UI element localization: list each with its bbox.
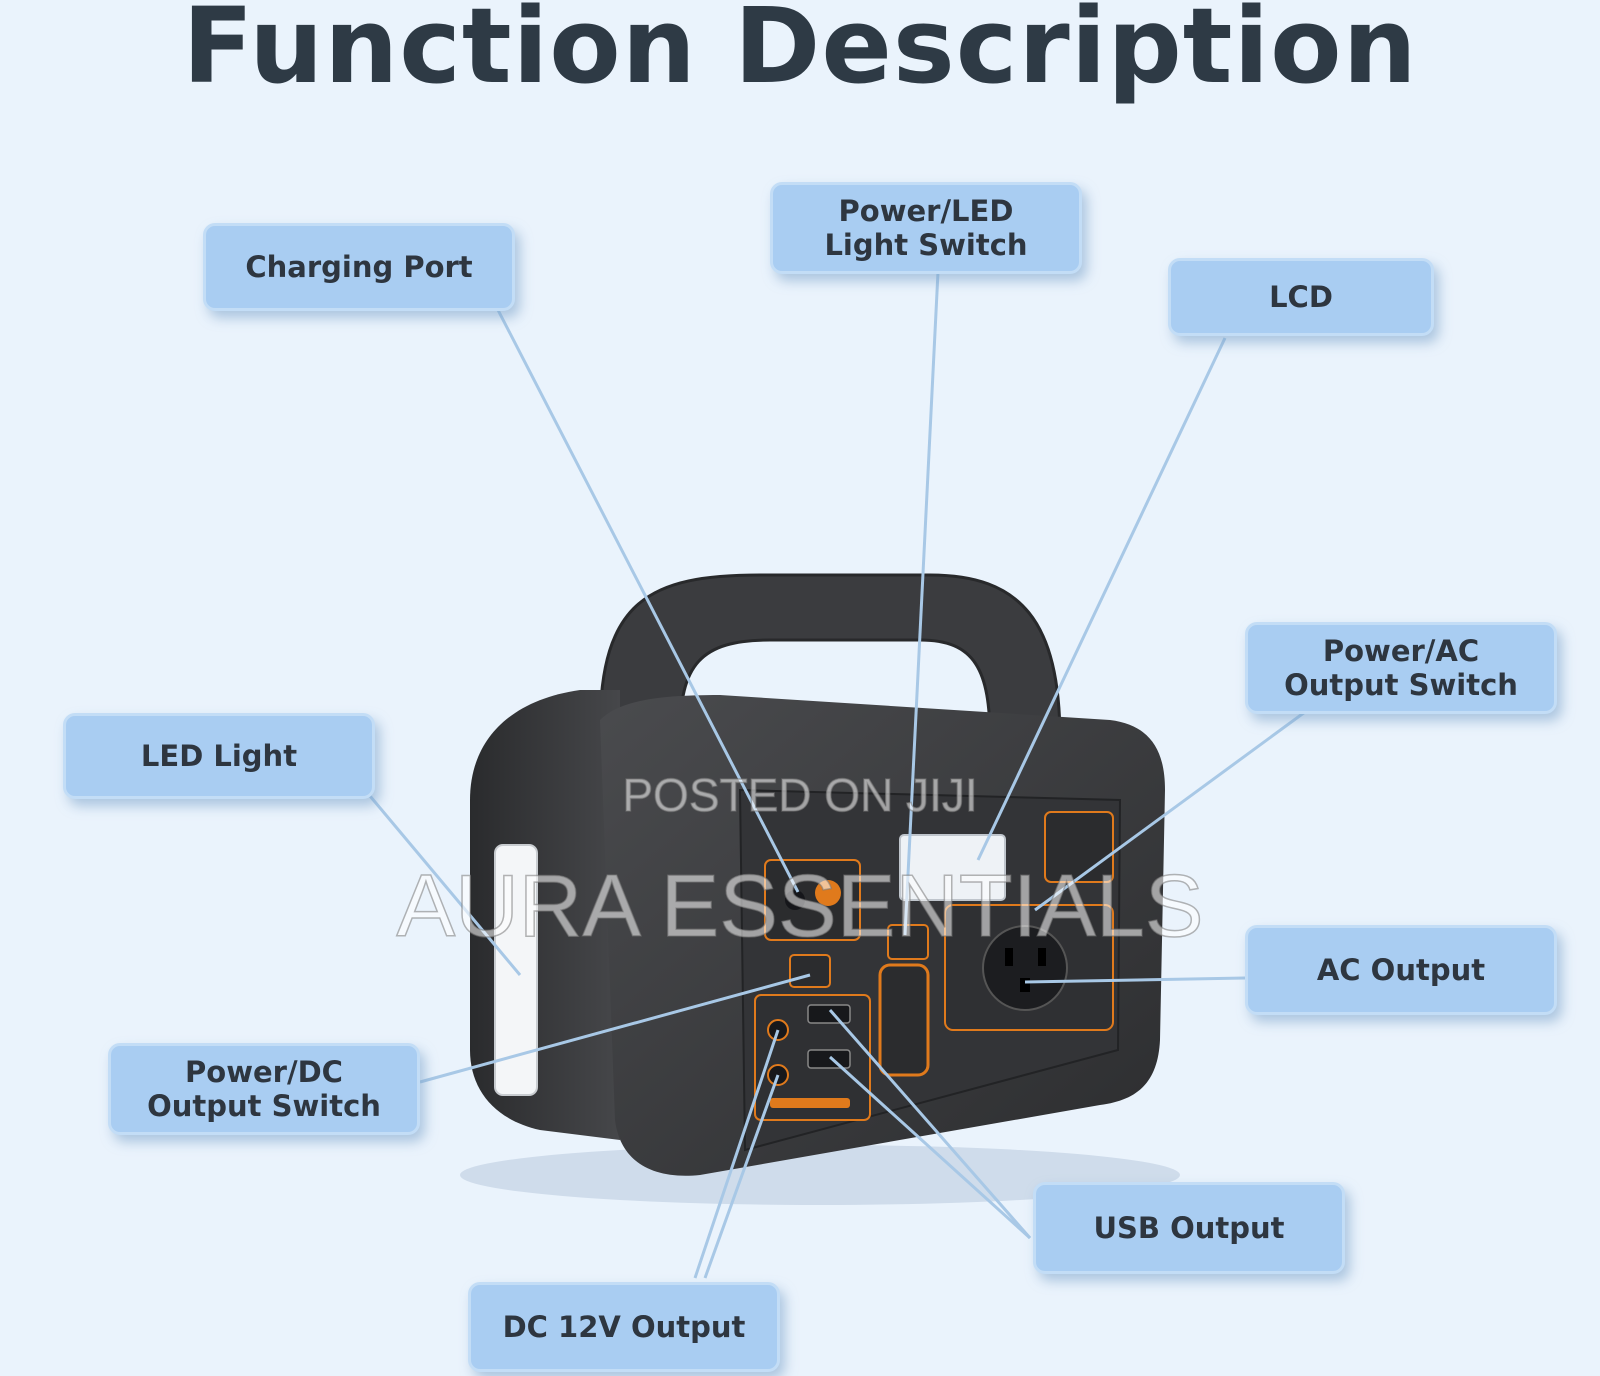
- leader-dc-12v-output-1: [693, 1029, 780, 1279]
- callout-usb-output: USB Output: [1033, 1182, 1345, 1274]
- callout-dc-12v-output: DC 12V Output: [468, 1282, 780, 1372]
- callout-power-ac-switch-line2: Output Switch: [1284, 668, 1518, 702]
- callout-power-dc-switch-line1: Power/DC: [185, 1055, 343, 1089]
- leader-power-led-switch: [903, 271, 940, 936]
- callout-power-led-switch-line2: Light Switch: [824, 228, 1028, 262]
- lcd-screen: [899, 834, 1006, 901]
- callout-ac-output-text: AC Output: [1316, 953, 1486, 987]
- callout-power-dc-switch-line2: Output Switch: [147, 1089, 381, 1123]
- leader-usb-output-2: [828, 1055, 1032, 1240]
- leader-lcd: [976, 337, 1227, 861]
- callout-power-led-switch: Power/LED Light Switch: [770, 182, 1082, 274]
- callout-dc-12v-output-text: DC 12V Output: [502, 1310, 746, 1344]
- device-handle: [598, 573, 1062, 742]
- callout-charging-port-text: Charging Port: [245, 250, 473, 284]
- usb-port-1: [807, 1004, 851, 1024]
- power-led-switch: [887, 924, 929, 960]
- dc-usb-label-strip: [770, 1098, 850, 1108]
- watermark-posted-on: POSTED ON JIJI: [622, 768, 979, 822]
- callout-power-ac-switch: Power/AC Output Switch: [1245, 622, 1557, 714]
- callout-charging-port: Charging Port: [203, 223, 515, 311]
- callout-power-dc-switch: Power/DC Output Switch: [108, 1043, 420, 1135]
- leader-led-light: [368, 795, 522, 976]
- callout-led-light-text: LED Light: [140, 739, 298, 773]
- leader-usb-output-1: [828, 1009, 1032, 1239]
- leader-charging-port: [496, 309, 800, 893]
- leader-power-dc-switch: [419, 973, 811, 1084]
- leader-power-ac-switch: [1034, 710, 1306, 912]
- callout-ac-output: AC Output: [1245, 925, 1557, 1015]
- leader-dc-12v-output-2: [703, 1074, 780, 1279]
- charging-port-block: [764, 859, 861, 941]
- ac-socket-slot-1: [1005, 948, 1013, 966]
- charging-port: [785, 890, 805, 910]
- indicator-column: [878, 963, 930, 1077]
- ac-socket-slot-2: [1038, 948, 1046, 966]
- power-dc-switch: [789, 954, 831, 988]
- callout-usb-output-text: USB Output: [1093, 1211, 1285, 1245]
- callout-led-light: LED Light: [63, 713, 375, 799]
- page-title: Function Description: [182, 0, 1418, 107]
- usb-port-2: [807, 1049, 851, 1069]
- leader-ac-output: [1024, 976, 1246, 984]
- callout-lcd: LCD: [1168, 258, 1434, 336]
- ac-socket-slot-3: [1020, 978, 1030, 992]
- leader-lines: [368, 271, 1306, 1279]
- ac-socket: [982, 925, 1068, 1011]
- charging-port-accent: [815, 880, 841, 906]
- callout-lcd-text: LCD: [1269, 280, 1333, 314]
- callout-power-led-switch-line1: Power/LED: [838, 194, 1014, 228]
- watermark-shop-name: AURA ESSENTIALS: [396, 855, 1204, 956]
- callout-power-ac-switch-line1: Power/AC: [1322, 634, 1480, 668]
